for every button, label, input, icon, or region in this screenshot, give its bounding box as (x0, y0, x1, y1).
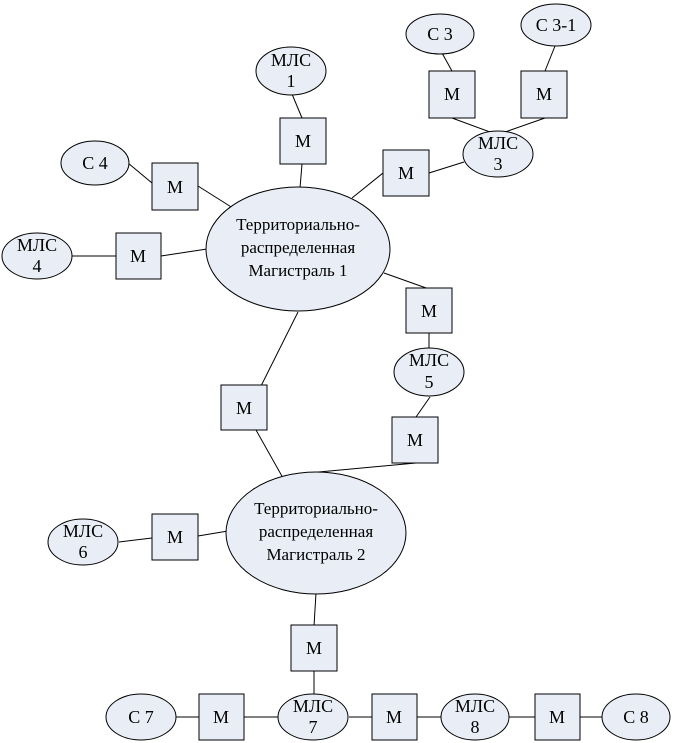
mls-3-label: МЛС (478, 133, 518, 153)
mls-8-number: 8 (471, 717, 480, 737)
modem-trunk2-bottom: М (290, 624, 338, 672)
edge-modem-trunk2-left (197, 530, 229, 537)
modem-label: М (295, 131, 311, 151)
mls-5-node: МЛС 5 (393, 347, 465, 397)
modem-c4: М (151, 162, 199, 211)
c-3-label: С 3 (427, 24, 453, 44)
modem-c7: М (198, 693, 245, 741)
edge-mls5-modem (415, 396, 431, 418)
modem-c8: М (534, 693, 581, 741)
nodes: Территориально- распределенная Магистрал… (1, 3, 671, 741)
modem-mid: М (220, 384, 268, 431)
modem-label: М (386, 707, 402, 727)
edge-modem-trunk2 (307, 462, 417, 474)
trunk-2-label-line2: распределенная (259, 522, 373, 541)
mls-6-number: 6 (79, 542, 88, 562)
trunk-1-node: Территориально- распределенная Магистрал… (205, 186, 391, 312)
c-3-1-node: С 3-1 (520, 3, 592, 47)
modem-label: М (407, 430, 423, 450)
trunk-1-label-line1: Территориально- (236, 215, 360, 234)
mls-4-label: МЛС (17, 235, 57, 255)
modem-label: М (167, 527, 183, 547)
mls-5-number: 5 (425, 372, 434, 392)
mls-1-label: МЛС (271, 50, 311, 70)
modem-mls5-bottom: М (391, 416, 439, 464)
mls-6-label: МЛС (63, 521, 103, 541)
edge-trunk1-modem5 (383, 272, 430, 290)
connections (71, 45, 603, 718)
edge-modem-trunk1-left (197, 185, 237, 211)
modem-c3: М (428, 70, 476, 119)
trunk-2-label-line1: Территориально- (254, 499, 378, 518)
modem-label: М (398, 163, 414, 183)
modem-c31: М (520, 70, 568, 119)
modem-label: М (213, 707, 229, 727)
edge-trunk2-modem (313, 592, 317, 627)
mls-7-number: 7 (309, 717, 318, 737)
mls-1-node: МЛС 1 (255, 46, 327, 96)
c-7-label: С 7 (128, 707, 154, 727)
c-8-label: С 8 (623, 707, 649, 727)
trunk-1-label-line2: распределенная (241, 238, 355, 257)
c-4-label: С 4 (82, 153, 108, 173)
edge-modem-trunk1-right (351, 172, 384, 199)
mls-8-node: МЛС 8 (440, 693, 510, 741)
mls-3-number: 3 (494, 154, 503, 174)
edge-modem-mid-trunk2 (255, 429, 284, 479)
edge-trunk1-modem-mid (260, 311, 299, 387)
modem-label: М (536, 84, 552, 104)
mls-6-node: МЛС 6 (47, 518, 119, 566)
edge-modem-mls3-a (451, 117, 491, 133)
c-4-node: С 4 (60, 140, 130, 186)
modem-mls3: М (382, 149, 430, 197)
trunk-2-label-line3: Магистраль 2 (266, 545, 365, 564)
edge-modem-trunk1-left2 (160, 248, 208, 257)
modem-label: М (549, 707, 565, 727)
edge-c31-modem (544, 45, 556, 72)
trunk-1-label-line3: Магистраль 1 (248, 261, 347, 280)
mls-4-node: МЛС 4 (1, 232, 73, 280)
modem-mls5-top: М (405, 287, 453, 334)
modem-label: М (236, 398, 252, 418)
modem-mls6: М (151, 513, 199, 561)
trunk-2-node: Территориально- распределенная Магистрал… (225, 471, 407, 595)
modem-mls4: М (115, 232, 162, 280)
mls-7-node: МЛС 7 (277, 693, 349, 741)
modem-label: М (444, 84, 460, 104)
modem-1: М (279, 117, 327, 165)
mls-4-number: 4 (33, 256, 42, 276)
modem-label: М (306, 638, 322, 658)
mls-3-node: МЛС 3 (462, 130, 534, 178)
edge-c3-modem (441, 52, 453, 72)
edge-c4-modem (127, 162, 153, 184)
mls-5-label: МЛС (409, 350, 449, 370)
mls-7-label: МЛС (293, 696, 333, 716)
mls-8-label: МЛС (455, 696, 495, 716)
edge-mls6-modem (118, 537, 153, 543)
modem-label: М (167, 177, 183, 197)
edge-modem-trunk1-top (299, 163, 303, 189)
modem-label: М (421, 301, 437, 321)
edge-mls1-modem (291, 93, 303, 119)
modems: М М М М М М М М (115, 70, 581, 741)
mls-1-number: 1 (287, 71, 296, 91)
c-3-node: С 3 (405, 13, 475, 55)
modem-label: М (130, 246, 146, 266)
c-7-node: С 7 (105, 693, 177, 741)
c-8-node: С 8 (601, 693, 671, 741)
edge-mls3-modem (428, 161, 465, 174)
edge-modem-mls3-b (504, 117, 546, 133)
c-3-1-label: С 3-1 (536, 15, 577, 35)
modem-mls7-mls8: М (371, 693, 418, 741)
